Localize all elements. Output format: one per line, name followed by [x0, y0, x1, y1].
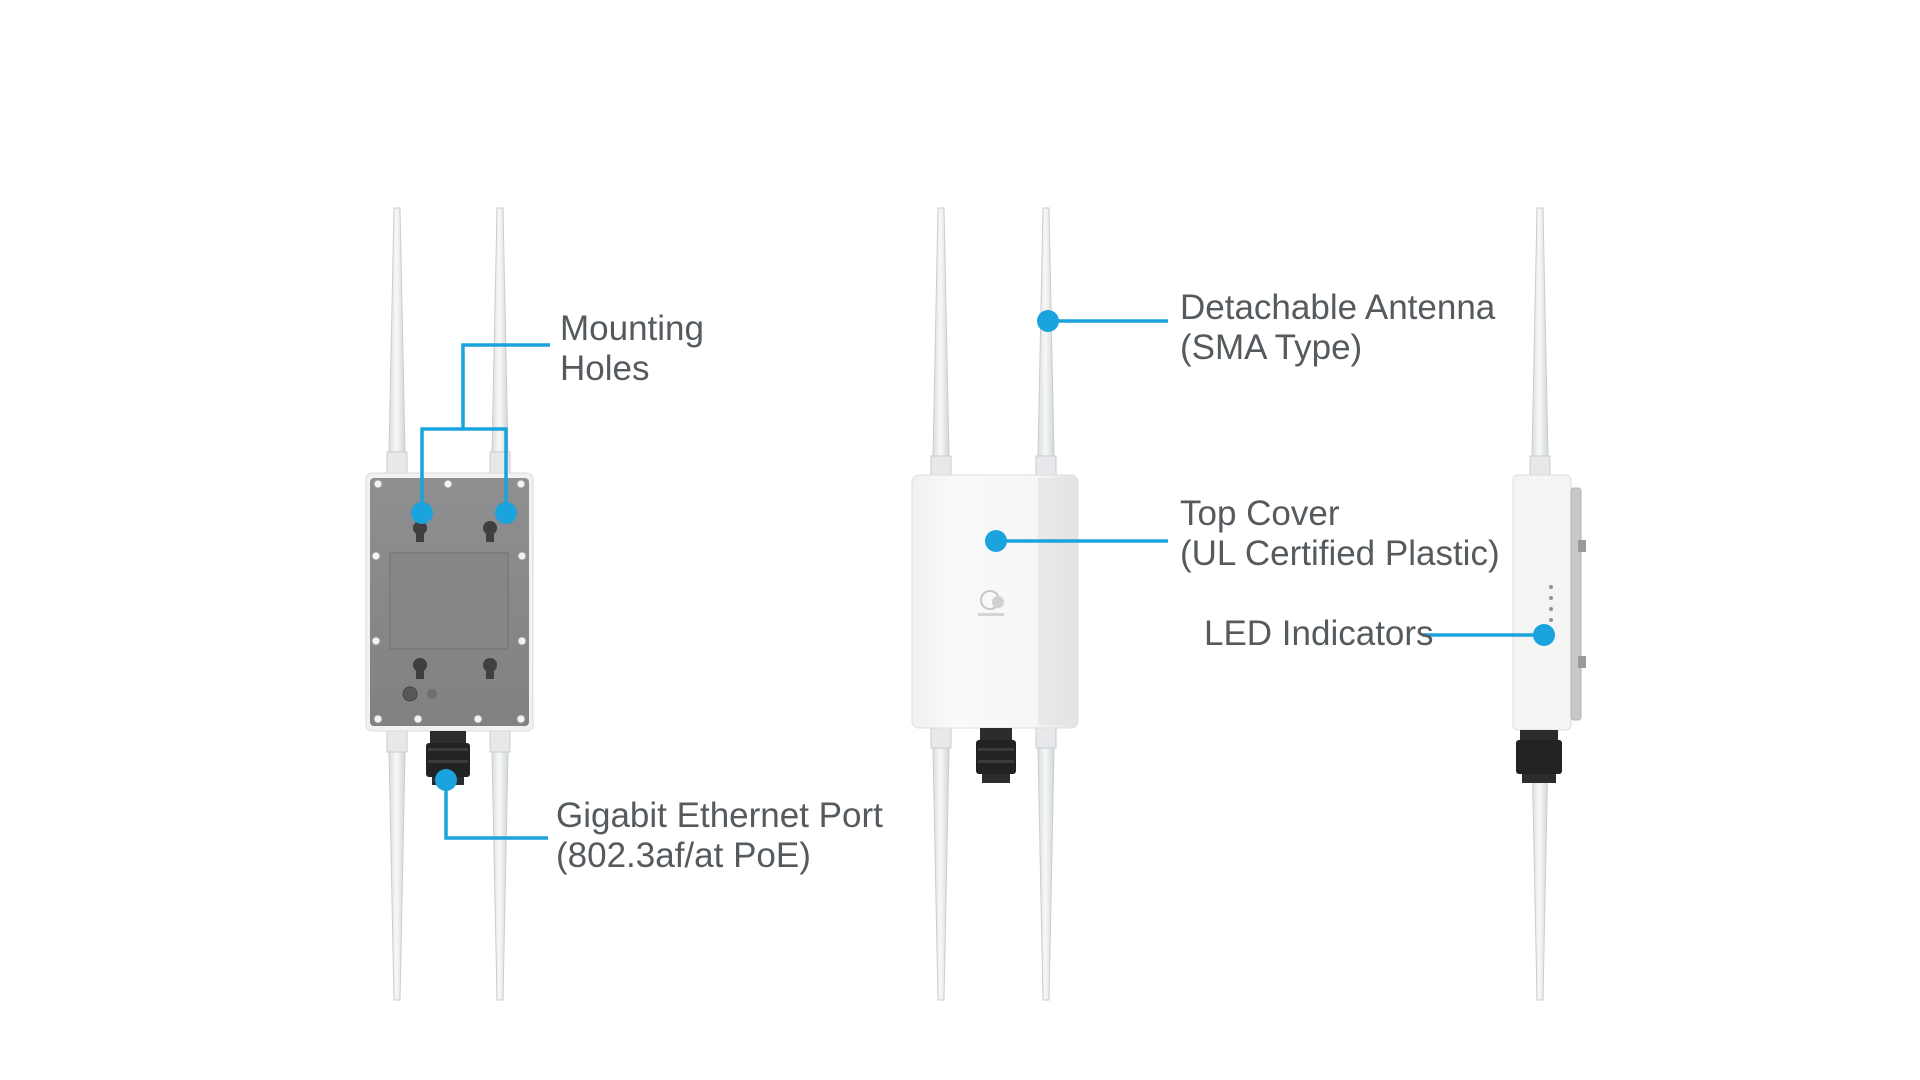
callout-dots [411, 310, 1555, 791]
mounting-hole-icon [413, 521, 497, 679]
antenna-icon [930, 207, 952, 1001]
side-view-device [1512, 207, 1586, 1001]
top-cover-label-line-2: (UL Certified Plastic) [1180, 534, 1500, 573]
mounting-holes-label-line-1: Mounting [560, 309, 704, 348]
led-indicator-icon [1549, 585, 1553, 622]
mounting-holes-leader [461, 343, 550, 429]
callout-dot-icon [495, 502, 517, 524]
ethernet-leader [444, 780, 548, 840]
antenna-icon [1035, 207, 1057, 1001]
front-view-device [911, 207, 1079, 1001]
callout-dot-icon [435, 769, 457, 791]
antenna-label-line-2: (SMA Type) [1180, 328, 1363, 367]
ethernet-gland-icon [976, 728, 1016, 783]
callout-dot-icon [985, 530, 1007, 552]
antenna-label-line-1: Detachable Antenna [1180, 288, 1496, 327]
top-cover-label-line-1: Top Cover [1180, 494, 1340, 533]
antenna-label: Detachable Antenna (SMA Type) [1180, 288, 1495, 368]
mounting-holes-label-line-2: Holes [560, 349, 650, 388]
screw-icon [371, 479, 527, 724]
callout-dot-icon [1533, 624, 1555, 646]
back-view-device [365, 207, 534, 1001]
ethernet-port-label-line-2: (802.3af/at PoE) [556, 836, 811, 875]
ethernet-port-label-line-1: Gigabit Ethernet Port [556, 796, 883, 835]
callout-lines [420, 319, 1544, 840]
led-indicators-label-line-1: LED Indicators [1204, 614, 1434, 653]
antenna-icon [386, 207, 408, 1001]
ethernet-gland-icon [1516, 730, 1562, 783]
mounting-holes-label: Mounting Holes [560, 309, 704, 389]
callout-dot-icon [1037, 310, 1059, 332]
callout-dot-icon [411, 502, 433, 524]
ethernet-port-label: Gigabit Ethernet Port (802.3af/at PoE) [556, 796, 883, 876]
engenius-cloud-logo-icon [978, 590, 1004, 616]
antenna-icon [489, 207, 511, 1001]
top-cover-label: Top Cover (UL Certified Plastic) [1180, 494, 1500, 574]
led-indicators-label: LED Indicators [1204, 614, 1434, 654]
